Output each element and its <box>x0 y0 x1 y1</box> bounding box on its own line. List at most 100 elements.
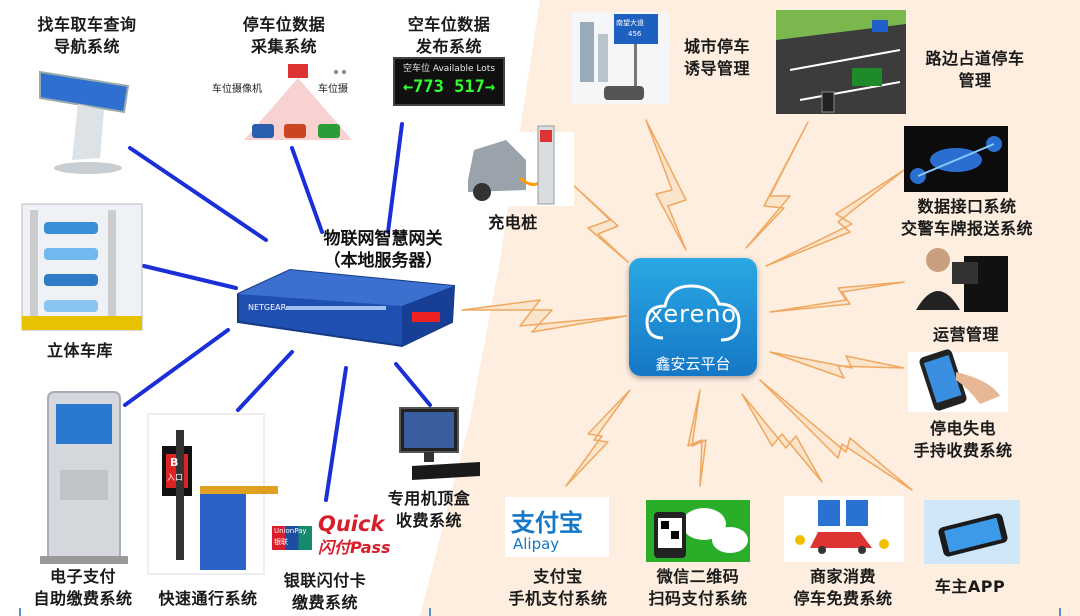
set-top-box-image <box>399 407 480 480</box>
unionpay-cn: 银联 <box>274 538 288 546</box>
barrier-letter: B <box>170 456 179 469</box>
node-operations-line1: 运营管理 <box>932 325 999 344</box>
node-set-top-line1: 专用机顶盒 <box>387 489 471 508</box>
node-city-guide: 城市停车 诱导管理 <box>672 36 762 80</box>
quick-text: Quick <box>318 512 385 536</box>
node-stereo-garage-line1: 立体车库 <box>46 341 113 360</box>
gateway-label: 物联网智慧网关 （本地服务器） <box>300 228 466 272</box>
node-self-pay-line2: 自助缴费系统 <box>33 589 133 608</box>
node-roadside-line2: 管理 <box>958 71 992 90</box>
camera-label-left: 车位摄像机 <box>212 84 262 95</box>
available-lots-sign: 空车位 Available Lots ←773 517→ <box>393 57 505 106</box>
link-find-car <box>128 146 268 242</box>
bolt-gateway <box>461 299 627 333</box>
node-find-car-line1: 找车取车查询 <box>37 15 137 34</box>
bottom-ticks <box>19 608 1061 616</box>
gateway-title: 物联网智慧网关 <box>323 229 443 249</box>
node-self-pay: 电子支付 自助缴费系统 <box>18 566 148 610</box>
bolt-charging <box>569 181 629 263</box>
link-data-collect <box>290 146 324 234</box>
node-owner-app: 车主APP <box>920 576 1020 598</box>
cloud-brand: xereno <box>648 300 738 328</box>
link-set-top <box>394 362 432 407</box>
node-data-collect-line1: 停车位数据 <box>242 15 326 34</box>
find-car-kiosk-image <box>39 70 130 174</box>
node-wechat: 微信二维码 扫码支付系统 <box>636 566 760 610</box>
gateway-subtitle: （本地服务器） <box>323 251 443 271</box>
city-sign-name: 南望大道 <box>616 19 644 27</box>
unionpay-mark: UnionPay 银联 <box>272 526 312 550</box>
node-alipay: 支付宝 手机支付系统 <box>496 566 620 610</box>
node-data-collect: 停车位数据 采集系统 <box>214 14 354 58</box>
node-find-car: 找车取车查询 导航系统 <box>12 14 162 58</box>
node-stereo-garage: 立体车库 <box>30 340 130 362</box>
node-fast-pass-line1: 快速通行系统 <box>158 589 258 608</box>
bolt-city-guide <box>645 119 687 251</box>
node-data-interface-line2: 交警车牌报送系统 <box>900 219 1033 238</box>
space-camera-image <box>244 64 352 140</box>
sign-header: 空车位 Available Lots <box>402 64 496 74</box>
node-handheld-line1: 停电失电 <box>929 419 996 438</box>
sign-value: ←773 517→ <box>402 77 496 97</box>
node-handheld-line2: 手持收费系统 <box>913 441 1013 460</box>
node-charging: 充电桩 <box>478 212 548 234</box>
node-unionpay: 银联闪付卡 缴费系统 <box>270 570 380 614</box>
quickpass-text: 闪付Pass <box>318 538 391 557</box>
node-owner-app-line1: 车主APP <box>934 577 1006 596</box>
node-charging-line1: 充电桩 <box>488 213 538 232</box>
charging-station-image <box>462 125 574 206</box>
bolt-alipay <box>565 389 631 487</box>
bolt-handheld <box>769 351 905 379</box>
node-operations: 运营管理 <box>916 324 1016 346</box>
node-self-pay-line1: 电子支付 <box>49 567 116 586</box>
alipay-logo: 支付宝 Alipay <box>505 497 609 557</box>
alipay-logo-cn: 支付宝 <box>511 509 583 537</box>
link-fast-pass <box>236 350 294 412</box>
node-space-publish-line2: 发布系统 <box>415 37 482 56</box>
gateway-links <box>123 122 432 502</box>
bolt-merchant <box>741 393 823 483</box>
wechat-image <box>646 500 750 562</box>
node-merchant-line2: 停车免费系统 <box>793 589 893 608</box>
node-fast-pass: 快速通行系统 <box>150 588 266 610</box>
node-unionpay-line2: 缴费系统 <box>291 593 358 612</box>
owner-app-image <box>924 500 1020 564</box>
node-data-collect-line2: 采集系统 <box>250 37 317 56</box>
node-wechat-line2: 扫码支付系统 <box>648 589 748 608</box>
bolt-wechat <box>687 389 707 487</box>
camera-label-right: 车位摄 <box>318 84 348 95</box>
link-unionpay <box>324 366 348 502</box>
cloud-name: 鑫安云平台 <box>655 355 731 373</box>
node-roadside: 路边占道停车 管理 <box>910 48 1040 92</box>
node-merchant: 商家消费 停车免费系统 <box>776 566 910 610</box>
node-alipay-line2: 手机支付系统 <box>508 589 608 608</box>
node-space-publish: 空车位数据 发布系统 <box>384 14 514 58</box>
handheld-image <box>908 349 1008 412</box>
node-roadside-line1: 路边占道停车 <box>925 49 1025 68</box>
link-space-publish <box>386 122 404 234</box>
operations-image <box>916 248 1008 312</box>
city-guide-image <box>572 12 670 104</box>
gateway-router-image: NETGEAR <box>237 268 456 348</box>
unionpay-quickpass-logo: UnionPay 银联 Quick 闪付Pass <box>272 512 391 557</box>
stereo-garage-image <box>21 203 143 331</box>
alipay-logo-en: Alipay <box>513 535 560 553</box>
node-set-top-line2: 收费系统 <box>395 511 462 530</box>
node-handheld: 停电失电 手持收费系统 <box>896 418 1030 462</box>
node-space-publish-line1: 空车位数据 <box>407 15 491 34</box>
self-pay-kiosk-image <box>40 391 128 564</box>
node-set-top: 专用机顶盒 收费系统 <box>374 488 484 532</box>
bolt-roadside <box>745 121 809 249</box>
data-interface-image <box>904 126 1008 192</box>
cloud-platform: xereno 鑫安云平台 <box>629 258 757 376</box>
city-sign-number: 456 <box>628 30 642 38</box>
unionpay-en: UnionPay <box>274 527 307 535</box>
node-wechat-line1: 微信二维码 <box>656 567 740 586</box>
node-city-guide-line1: 城市停车 <box>683 37 750 56</box>
cloud-icon <box>645 284 741 342</box>
node-alipay-line1: 支付宝 <box>533 567 583 586</box>
node-find-car-line2: 导航系统 <box>53 37 120 56</box>
bolt-data-interface <box>765 169 905 267</box>
